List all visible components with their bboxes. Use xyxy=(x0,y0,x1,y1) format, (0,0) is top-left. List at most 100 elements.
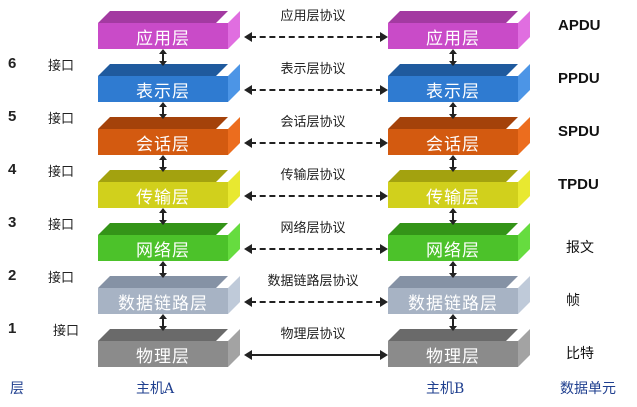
layer-label: 数据链路层 xyxy=(388,288,518,314)
arrowhead-down-icon xyxy=(449,114,457,119)
layer-top-face xyxy=(98,11,228,23)
arrowhead-up-icon xyxy=(159,208,167,213)
interface-label: 接口 xyxy=(48,112,75,127)
interface-arrow-icon xyxy=(452,211,454,221)
layer-top-face xyxy=(388,329,518,341)
data-unit-label: 比特 xyxy=(566,346,594,362)
protocol-label: 数据链路层协议 xyxy=(267,274,359,289)
arrowhead-left-icon xyxy=(244,32,252,42)
layer-top-face xyxy=(98,170,228,182)
layer-side-face xyxy=(518,276,530,314)
layer-label: 传输层 xyxy=(388,182,518,208)
layer-top-face xyxy=(98,329,228,341)
protocol-label: 表示层协议 xyxy=(280,62,346,77)
arrowhead-left-icon xyxy=(244,85,252,95)
interface-number: 4 xyxy=(8,161,17,178)
data-unit-label: PPDU xyxy=(558,70,600,87)
arrowhead-down-icon xyxy=(449,61,457,66)
protocol-arrow xyxy=(250,301,382,303)
protocol-arrow xyxy=(250,89,382,91)
layer-side-face xyxy=(518,223,530,261)
protocol-label: 会话层协议 xyxy=(280,115,346,130)
host-a-layer-6: 数据链路层 xyxy=(98,276,240,314)
arrowhead-up-icon xyxy=(449,102,457,107)
host-b-layer-7: 物理层 xyxy=(388,329,530,367)
interface-arrow-icon xyxy=(452,52,454,62)
host-b-layer-2: 表示层 xyxy=(388,64,530,102)
arrowhead-right-icon xyxy=(380,350,388,360)
protocol-label: 应用层协议 xyxy=(280,9,346,24)
layer-side-face xyxy=(228,329,240,367)
layer-label: 表示层 xyxy=(98,76,228,102)
arrowhead-up-icon xyxy=(159,155,167,160)
interface-label: 接口 xyxy=(53,324,80,339)
footer-hosta: 主机A xyxy=(136,381,175,397)
protocol-arrow xyxy=(250,248,382,250)
arrowhead-left-icon xyxy=(244,350,252,360)
layer-top-face xyxy=(388,117,518,129)
arrowhead-left-icon xyxy=(244,191,252,201)
interface-arrow-icon xyxy=(162,317,164,327)
protocol-label: 传输层协议 xyxy=(280,168,346,183)
protocol-arrow xyxy=(250,142,382,144)
interface-arrow-icon xyxy=(162,211,164,221)
layer-label: 网络层 xyxy=(98,235,228,261)
host-b-layer-5: 网络层 xyxy=(388,223,530,261)
arrowhead-up-icon xyxy=(449,208,457,213)
arrowhead-down-icon xyxy=(449,167,457,172)
layer-top-face xyxy=(388,276,518,288)
layer-top-face xyxy=(98,64,228,76)
footer-hostb: 主机B xyxy=(426,381,465,397)
arrowhead-down-icon xyxy=(159,273,167,278)
arrowhead-right-icon xyxy=(380,85,388,95)
host-a-layer-5: 网络层 xyxy=(98,223,240,261)
layer-top-face xyxy=(98,223,228,235)
interface-arrow-icon xyxy=(452,264,454,274)
arrowhead-up-icon xyxy=(449,261,457,266)
layer-side-face xyxy=(228,11,240,49)
arrowhead-up-icon xyxy=(449,155,457,160)
host-a-layer-7: 物理层 xyxy=(98,329,240,367)
footer-unit: 数据单元 xyxy=(560,381,616,397)
layer-label: 会话层 xyxy=(98,129,228,155)
host-a-layer-2: 表示层 xyxy=(98,64,240,102)
data-unit-label: 报文 xyxy=(566,240,594,256)
host-b-layer-1: 应用层 xyxy=(388,11,530,49)
arrowhead-right-icon xyxy=(380,138,388,148)
layer-label: 应用层 xyxy=(388,23,518,49)
arrowhead-up-icon xyxy=(159,314,167,319)
layer-side-face xyxy=(518,64,530,102)
layer-side-face xyxy=(228,170,240,208)
arrowhead-up-icon xyxy=(449,314,457,319)
interface-label: 接口 xyxy=(48,271,75,286)
arrowhead-left-icon xyxy=(244,244,252,254)
layer-side-face xyxy=(228,276,240,314)
layer-top-face xyxy=(388,11,518,23)
protocol-arrow xyxy=(250,195,382,197)
protocol-label: 物理层协议 xyxy=(280,327,346,342)
arrowhead-right-icon xyxy=(380,297,388,307)
layer-side-face xyxy=(518,170,530,208)
interface-arrow-icon xyxy=(452,105,454,115)
layer-top-face xyxy=(388,170,518,182)
layer-label: 数据链路层 xyxy=(98,288,228,314)
arrowhead-up-icon xyxy=(159,261,167,266)
arrowhead-down-icon xyxy=(159,114,167,119)
interface-number: 3 xyxy=(8,214,17,231)
host-b-layer-6: 数据链路层 xyxy=(388,276,530,314)
layer-top-face xyxy=(388,223,518,235)
arrowhead-down-icon xyxy=(159,220,167,225)
interface-label: 接口 xyxy=(48,59,75,74)
layer-side-face xyxy=(228,117,240,155)
arrowhead-down-icon xyxy=(159,326,167,331)
interface-arrow-icon xyxy=(162,264,164,274)
interface-arrow-icon xyxy=(162,52,164,62)
host-a-layer-3: 会话层 xyxy=(98,117,240,155)
interface-number: 2 xyxy=(8,267,17,284)
layer-label: 应用层 xyxy=(98,23,228,49)
layer-label: 物理层 xyxy=(388,341,518,367)
arrowhead-up-icon xyxy=(159,49,167,54)
arrowhead-down-icon xyxy=(159,61,167,66)
arrowhead-down-icon xyxy=(449,273,457,278)
